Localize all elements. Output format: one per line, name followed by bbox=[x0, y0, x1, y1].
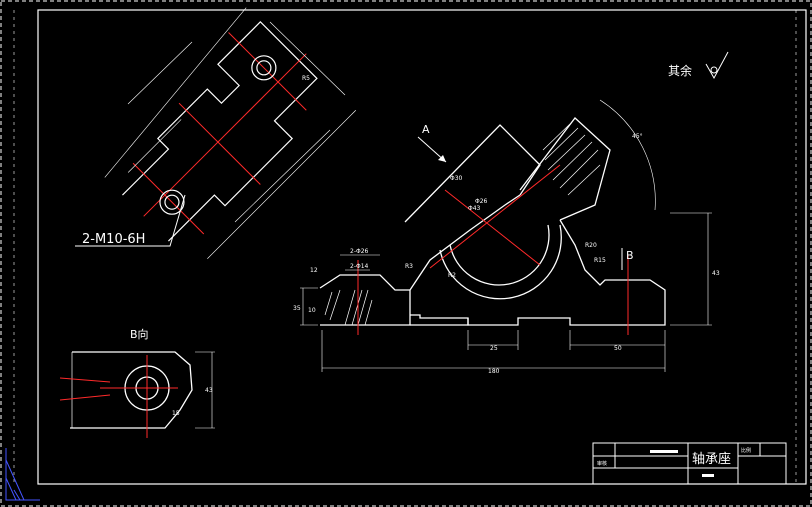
rotated-view-a bbox=[104, 7, 357, 259]
roughness-symbol-icon bbox=[705, 51, 729, 80]
view-b-small: 15 bbox=[172, 410, 180, 417]
view-a-label: A bbox=[422, 123, 430, 136]
title-block-scale-label: 比例 bbox=[741, 447, 751, 454]
dim-top-hole-outer: 2-Φ26 bbox=[350, 248, 369, 255]
main-view-dimension-lines bbox=[300, 99, 712, 372]
dim-angle-45: 45° bbox=[632, 133, 643, 140]
sheet-frame bbox=[37, 9, 807, 485]
dim-diam-30: Φ30 bbox=[450, 175, 463, 182]
view-a-arrowhead bbox=[438, 155, 446, 162]
title-block-bar-1 bbox=[650, 450, 678, 453]
section-hatching bbox=[324, 123, 601, 326]
title-block-left-label: 审核 bbox=[597, 460, 607, 467]
dim-r3: R3 bbox=[405, 263, 413, 270]
dim-right-height: 43 bbox=[712, 270, 720, 277]
dim-diam-43: Φ43 bbox=[468, 205, 481, 212]
main-view-centerlines bbox=[357, 164, 629, 335]
dim-middle-length: 25 bbox=[490, 345, 498, 352]
dim-r2: R2 bbox=[448, 272, 456, 279]
dim-overall-length: 180 bbox=[488, 368, 500, 375]
roughness-note: 其余 bbox=[668, 63, 692, 78]
dim-top-hole-inner: 2-Φ14 bbox=[350, 263, 369, 270]
thread-callout: 2-M10-6H bbox=[82, 232, 145, 247]
dim-right-length: 50 bbox=[614, 345, 622, 352]
main-front-view bbox=[319, 117, 666, 326]
thread-leader-line bbox=[75, 194, 186, 247]
ucs-icon bbox=[5, 448, 40, 501]
view-b-label: B bbox=[626, 249, 634, 262]
dim-left-height: 35 bbox=[293, 305, 301, 312]
rotated-view-dim-ticks bbox=[127, 21, 346, 223]
dim-r15: R15 bbox=[594, 257, 606, 264]
dim-r20: R20 bbox=[585, 242, 597, 249]
view-b-centerlines bbox=[59, 355, 178, 438]
title-block-part-name: 轴承座 bbox=[692, 452, 731, 467]
dim-diam-26: Φ26 bbox=[475, 198, 488, 205]
view-b-title: B向 bbox=[130, 327, 149, 341]
title-block bbox=[592, 442, 787, 485]
view-b-height: 43 bbox=[205, 387, 213, 394]
dim-r5: R5 bbox=[302, 75, 310, 82]
dim-left-inner: 10 bbox=[308, 307, 316, 314]
title-block-bar-2 bbox=[702, 474, 714, 477]
dim-small-12: 12 bbox=[310, 267, 318, 274]
view-b-dims bbox=[195, 351, 215, 429]
